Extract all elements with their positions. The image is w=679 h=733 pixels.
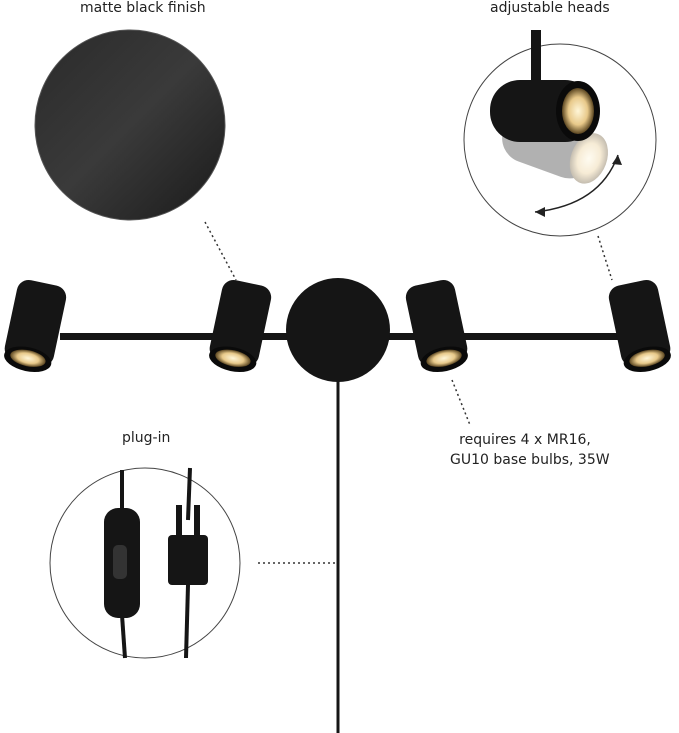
heads-label: adjustable heads [490,0,610,16]
plug-label: plug-in [122,430,171,446]
plug-detail-circle [49,467,241,659]
spot-head [209,279,272,372]
spot-head [608,279,671,372]
finish-detail-circle [34,29,226,221]
bulbs-label-line1: requires 4 x MR16, [459,432,591,448]
spot-head [405,279,468,372]
spot-head [4,279,67,372]
heads-leader-line [597,235,613,281]
heads-detail-circle [463,30,657,237]
finish-label: matte black finish [80,0,206,16]
rotate-arrow-icon [534,154,619,213]
bulbs-leader-line [451,379,471,426]
wall-fixture [4,278,671,733]
bulbs-label-line2: GU10 base bulbs, 35W [450,452,610,468]
finish-leader-line [204,221,237,281]
